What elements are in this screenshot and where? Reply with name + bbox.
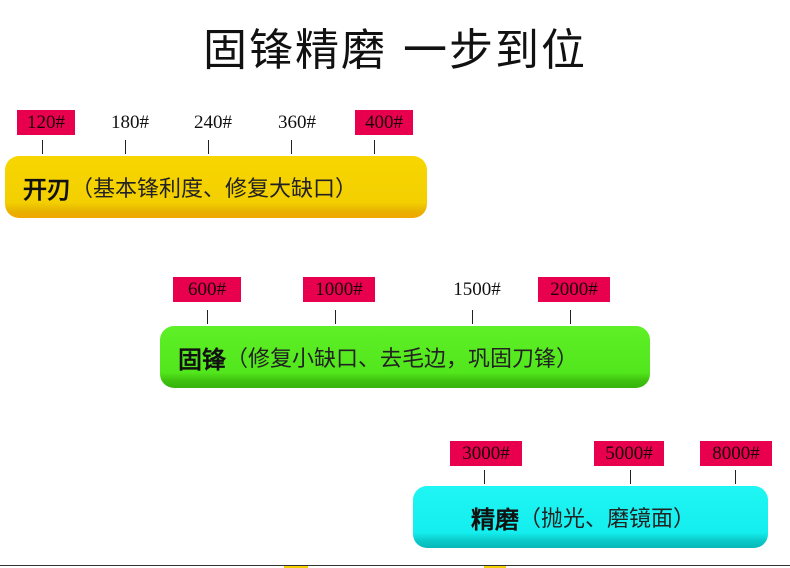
grit-tick (335, 310, 336, 324)
grit-label: 8000# (700, 441, 772, 466)
grit-label: 3000# (450, 441, 522, 466)
grit-tick (570, 310, 571, 324)
grit-tick (42, 140, 43, 154)
grit-tick (208, 140, 209, 154)
grit-label: 240# (194, 112, 232, 133)
grit-label: 360# (278, 112, 316, 133)
stage-description: （基本锋利度、修复大缺口） (71, 177, 358, 202)
stage-bar: 开刃 （基本锋利度、修复大缺口） (5, 156, 427, 218)
grit-tick (472, 310, 473, 324)
bottom-divider (0, 565, 790, 566)
grit-tick (630, 470, 631, 484)
grit-label: 120# (17, 110, 75, 135)
stage-description: （抛光、磨镜面） (519, 507, 696, 532)
stage-bar: 固锋 （修复小缺口、去毛边，巩固刀锋） (160, 326, 650, 388)
grit-tick (484, 470, 485, 484)
grit-tick (125, 140, 126, 154)
page-title: 固锋精磨 一步到位 (203, 25, 587, 76)
grit-label: 5000# (594, 441, 664, 466)
stage-bar: 精磨 （抛光、磨镜面） (413, 486, 768, 548)
stage-name: 开刃 (23, 175, 71, 204)
grit-tick (735, 470, 736, 484)
grit-label: 2000# (538, 277, 610, 302)
grit-label: 180# (111, 112, 149, 133)
grit-tick (291, 140, 292, 154)
grit-label: 600# (173, 277, 241, 302)
grit-label: 1000# (303, 277, 375, 302)
grit-label: 400# (355, 110, 413, 135)
stage-description: （修复小缺口、去毛边，巩固刀锋） (226, 347, 579, 372)
stage-name: 固锋 (178, 345, 226, 374)
stage-name: 精磨 (471, 505, 519, 534)
grit-tick (207, 310, 208, 324)
grit-label: 1500# (453, 279, 501, 300)
bottom-accent (484, 566, 506, 568)
bottom-accent (284, 566, 308, 568)
grit-tick (374, 140, 375, 154)
